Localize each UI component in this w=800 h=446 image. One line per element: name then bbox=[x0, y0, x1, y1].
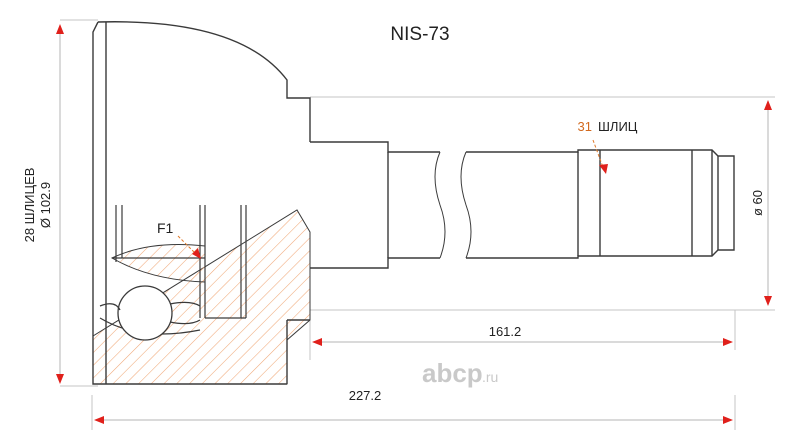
ball-cage bbox=[99, 285, 201, 341]
inner-cavity bbox=[99, 205, 247, 335]
watermark-brand: abcp bbox=[422, 358, 483, 388]
inner-splines-label: 28 ШЛИЦЕВ bbox=[22, 168, 37, 243]
outer-diameter-label: ø 60 bbox=[750, 190, 765, 216]
dimension-lines bbox=[59, 30, 769, 421]
total-length-label: 227.2 bbox=[349, 388, 382, 403]
housing-outline bbox=[92, 21, 311, 385]
shaft-length-label: 161.2 bbox=[489, 324, 522, 339]
extension-lines bbox=[60, 19, 775, 430]
f1-leader-arrow bbox=[192, 248, 201, 259]
f1-label: F1 bbox=[157, 220, 174, 236]
watermark-suffix: .ru bbox=[482, 369, 498, 385]
spline-leader-arrow bbox=[599, 164, 608, 174]
outer-splines-word: ШЛИЦ bbox=[598, 119, 638, 134]
part-title: NIS-73 bbox=[390, 24, 449, 45]
abcp-watermark: abcp .ru bbox=[422, 358, 498, 388]
shaft bbox=[310, 141, 735, 269]
dimension-arrows bbox=[56, 24, 772, 424]
outer-splines-count: 31 bbox=[578, 119, 592, 134]
inner-diameter-label: Ø 102.9 bbox=[38, 182, 53, 228]
